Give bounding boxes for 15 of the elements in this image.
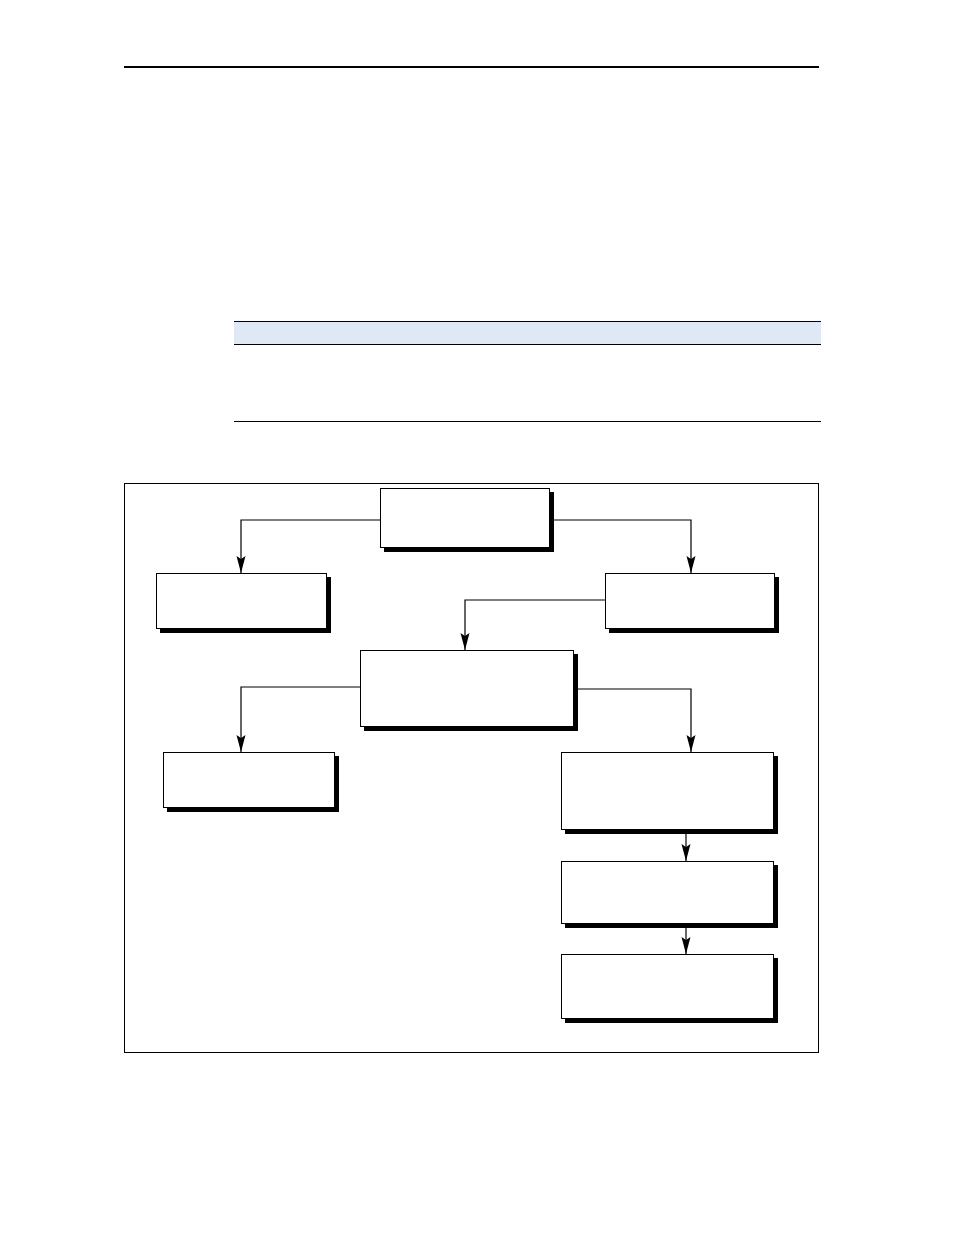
process-box: [360, 650, 578, 731]
connector-arrow: [681, 927, 691, 955]
connector-arrow: [460, 599, 606, 651]
process-box: [561, 861, 778, 928]
connector-arrow: [553, 519, 696, 574]
process-box: [605, 573, 779, 633]
process-box: [156, 573, 331, 633]
connector-arrow: [236, 686, 361, 753]
connector-arrow: [236, 519, 381, 574]
process-box: [380, 488, 554, 552]
connector-arrow: [577, 688, 696, 753]
process-box: [561, 752, 778, 834]
process-box: [163, 752, 339, 812]
connector-arrow: [681, 833, 691, 862]
process-box: [561, 954, 778, 1023]
